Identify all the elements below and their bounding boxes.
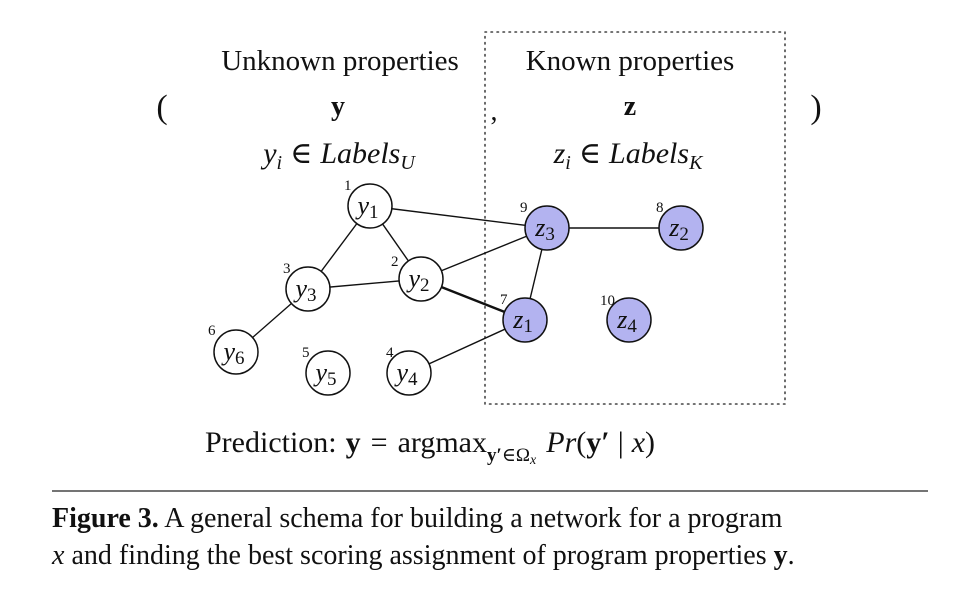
- figure-caption: Figure 3. A general schema for building …: [52, 500, 932, 574]
- node-circle-z1: [502, 297, 548, 343]
- prediction-lhs: y: [346, 426, 361, 459]
- node-index-z1: 7: [500, 292, 508, 308]
- prediction-given: |: [618, 426, 624, 459]
- unknown-set-elem: ∈: [290, 137, 312, 170]
- caption-var-y: y: [773, 540, 788, 571]
- node-circle-z3: [524, 205, 570, 251]
- known-set-label: Labels: [608, 137, 689, 170]
- close-paren: ): [810, 89, 821, 126]
- node-circle-z4: [606, 297, 652, 343]
- node-index-z3: 9: [520, 200, 528, 216]
- node-z3: z3 9: [520, 200, 570, 251]
- node-z1: z17: [500, 292, 548, 343]
- node-label-y3: y3: [292, 274, 316, 306]
- unknown-set-var: y: [260, 137, 277, 170]
- caption-label: Figure 3.: [52, 503, 159, 534]
- prediction-pr: Pr: [545, 426, 576, 459]
- node-circle-z2: [658, 205, 704, 251]
- node-label-y1: y1: [354, 191, 378, 223]
- node-index-y3: 3: [283, 261, 291, 277]
- node-circle-y5: [305, 350, 351, 396]
- node-index-y2: 2: [391, 254, 399, 270]
- caption-end: .: [787, 540, 795, 571]
- node-z2: z28: [656, 200, 704, 251]
- known-set-sub: i: [565, 152, 571, 174]
- prediction-open: (: [576, 426, 586, 459]
- node-index-y5: 5: [302, 345, 310, 361]
- known-properties-title: Known properties: [526, 45, 735, 77]
- node-index-y1: 1: [344, 178, 352, 194]
- unknown-set-sub: i: [277, 152, 283, 174]
- node-label-z3: z3: [534, 213, 555, 245]
- separator-comma: ,: [491, 96, 498, 127]
- unknown-set-label-sub: U: [400, 152, 416, 174]
- node-circle-y4: [386, 350, 432, 396]
- caption-text-2: and finding the best scoring assignment …: [71, 540, 767, 571]
- node-y2: y2 2: [391, 254, 444, 302]
- node-label-y6: y6: [220, 337, 244, 369]
- prediction-sub-omega: Ω: [516, 445, 530, 466]
- caption-var-x: x: [52, 540, 65, 571]
- known-set-elem: ∈: [579, 137, 601, 170]
- known-set-var: z: [553, 137, 566, 170]
- node-y5: y55: [302, 345, 351, 396]
- unknown-set-label: Labels: [319, 137, 400, 170]
- node-circle-y6: [213, 329, 259, 375]
- caption-text-1: A general schema for building a network …: [164, 503, 783, 534]
- node-index-y6: 6: [208, 323, 216, 339]
- known-label-set: zi ∈LabelsK: [553, 137, 704, 174]
- node-label-y5: y5: [312, 358, 336, 390]
- unknown-label-set: yi ∈LabelsU: [260, 137, 416, 174]
- known-set-label-sub: K: [688, 152, 704, 174]
- node-index-z2: 8: [656, 200, 664, 216]
- node-y6: y66: [208, 323, 259, 375]
- node-label-z2: z2: [668, 213, 689, 245]
- node-y3: y33: [283, 261, 331, 312]
- open-paren: (: [156, 89, 167, 126]
- prediction-sub-in: ∈: [502, 445, 516, 466]
- node-y1: y11: [344, 178, 393, 229]
- unknown-properties-title: Unknown properties: [221, 45, 459, 77]
- node-y4: y44: [386, 345, 432, 396]
- node-circle-y3: [285, 266, 331, 312]
- prediction-prefix: Prediction:: [205, 426, 337, 459]
- prediction-op: argmax: [398, 426, 487, 459]
- node-circle-y1: [347, 183, 393, 229]
- node-label-z1: z1: [512, 305, 533, 337]
- node-index-z4: 10: [600, 293, 615, 309]
- node-circle-y2: [398, 256, 444, 302]
- prediction-eq: =: [371, 426, 388, 459]
- unknown-var-y: y: [331, 91, 345, 122]
- node-label-y4: y4: [393, 358, 418, 390]
- node-label-y2: y2: [405, 264, 429, 296]
- edge-y1-z3: [369, 205, 548, 229]
- prediction-arg-x: x: [631, 426, 646, 459]
- prediction-formula: Prediction:y=argmaxy′∈ΩxPr(y′|x): [205, 426, 655, 468]
- prediction-arg-var: y′: [586, 426, 609, 459]
- known-var-z: z: [624, 91, 636, 122]
- prediction-sub-var: y′: [487, 445, 502, 466]
- prediction-close: ): [645, 426, 655, 459]
- known-properties-box: [484, 31, 786, 405]
- prediction-sub-x: x: [529, 453, 537, 468]
- node-label-z4: z4: [616, 305, 637, 337]
- node-index-y4: 4: [386, 345, 394, 361]
